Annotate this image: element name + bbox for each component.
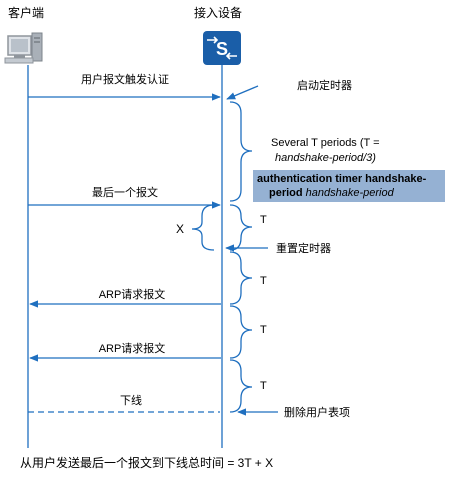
reset-timer-label: 重置定时器 <box>276 241 331 255</box>
pc-icon <box>4 32 43 64</box>
t2-label: T <box>260 275 267 287</box>
svg-text:S: S <box>216 39 228 59</box>
message-label-arp-2: ARP请求报文 <box>99 341 166 355</box>
footer-formula: 从用户发送最后一个报文到下线总时间 = 3T + X <box>20 455 273 470</box>
delete-entry-label: 删除用户表项 <box>284 405 350 419</box>
device-title: 接入设备 <box>194 5 242 20</box>
auth-timer-param: handshake-period <box>306 187 395 199</box>
brace-t1 <box>229 204 253 251</box>
start-timer-pointer <box>226 85 259 100</box>
t4-label: T <box>260 380 267 392</box>
brace-several-t <box>229 101 253 202</box>
message-label-last-packet: 最后一个报文 <box>92 185 158 199</box>
start-timer-label: 启动定时器 <box>297 78 352 92</box>
message-label-offline: 下线 <box>120 393 142 407</box>
switch-icon: S <box>203 31 241 65</box>
brace-t3 <box>229 305 253 359</box>
t1-label: T <box>260 214 267 226</box>
message-label-auth: 用户报文触发认证 <box>81 72 169 86</box>
brace-t4 <box>229 359 253 413</box>
x-label: X <box>176 222 184 236</box>
auth-timer-line2: period handshake-period <box>269 187 395 199</box>
message-label-arp-1: ARP请求报文 <box>99 287 166 301</box>
several-t-line1: Several T periods (T = <box>271 137 380 149</box>
client-title: 客户端 <box>8 5 44 20</box>
brace-x <box>191 204 215 251</box>
several-t-line2: handshake-period/3) <box>275 152 376 164</box>
auth-timer-keyword: period <box>269 187 306 199</box>
auth-timer-box <box>253 170 445 202</box>
t3-label: T <box>260 324 267 336</box>
auth-timer-line1: authentication timer handshake- <box>257 173 427 185</box>
brace-t2 <box>229 251 253 305</box>
